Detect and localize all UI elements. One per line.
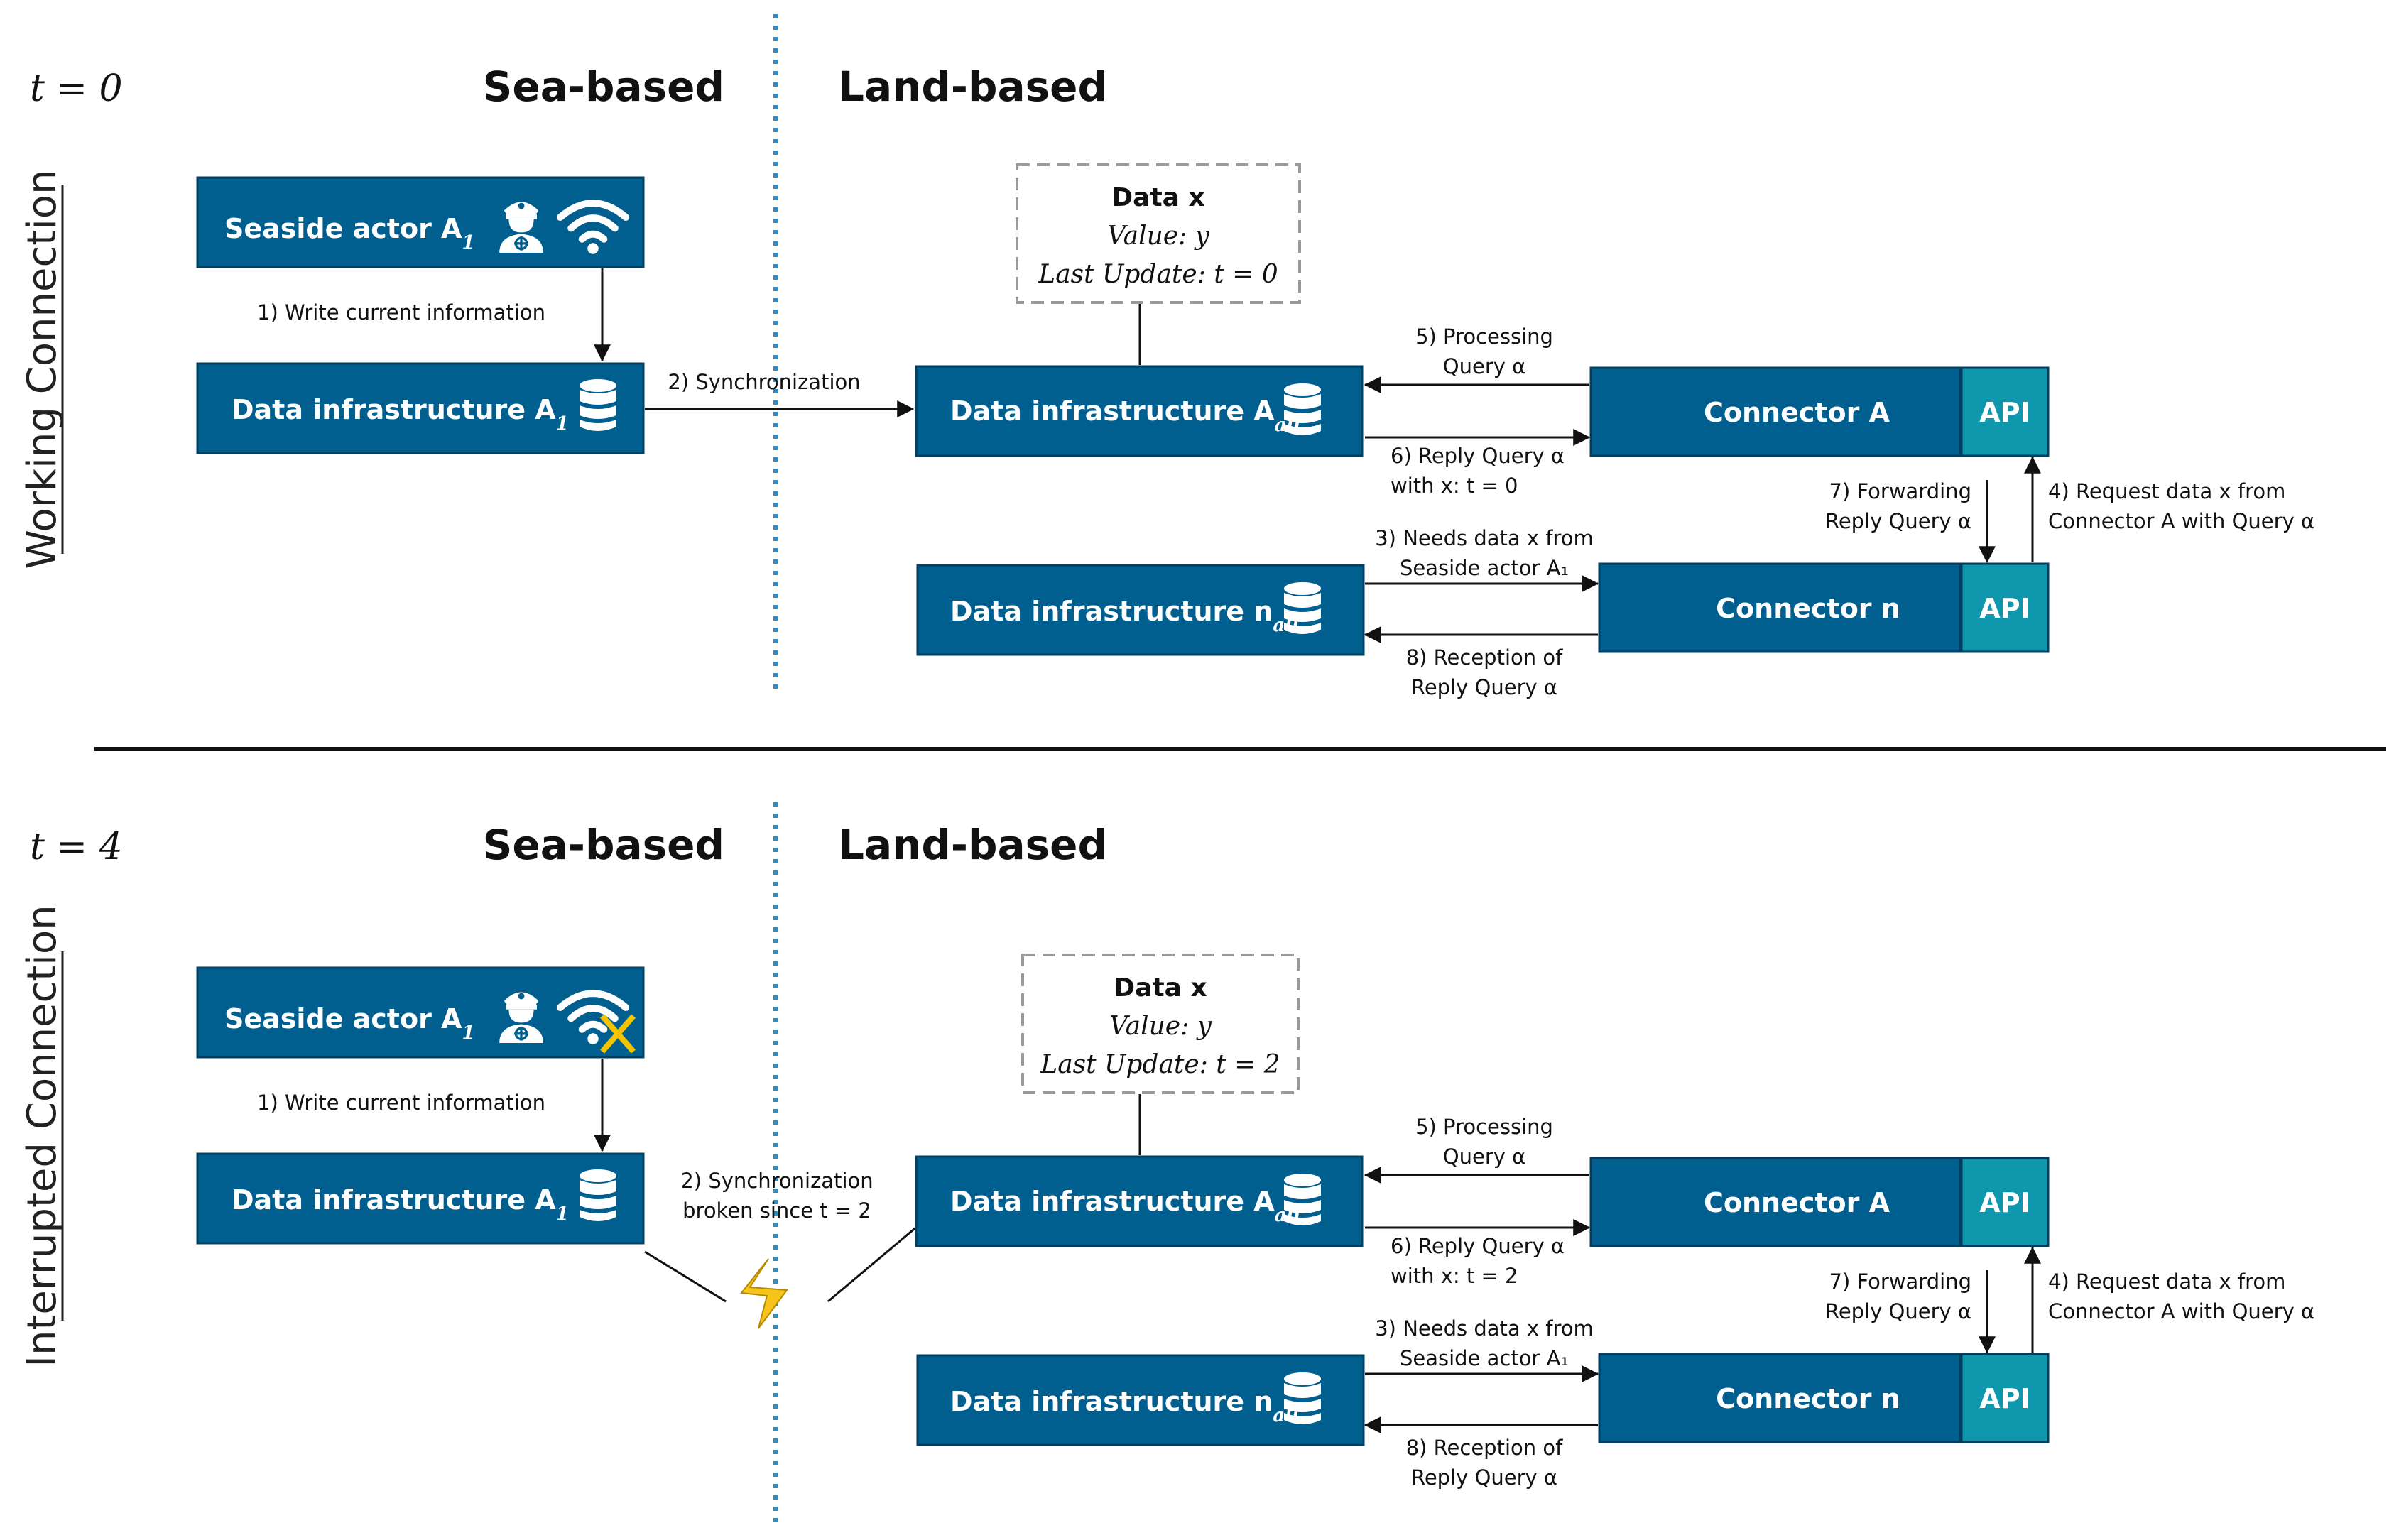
api-a-label: API xyxy=(1979,1187,2030,1218)
side-label: Interrupted Connection xyxy=(19,905,65,1367)
step-4-label-line-1: 4) Request data x from xyxy=(2048,1269,2285,1294)
step-2-label-line-2: broken since t = 2 xyxy=(682,1198,871,1223)
step-5-label-line-2: Query α xyxy=(1443,354,1525,378)
connector-n-label: Connector n xyxy=(1716,593,1900,624)
data-infrastructure-nall-label: Data infrastructure nall xyxy=(950,596,1299,636)
data-infrastructure-nall-box xyxy=(916,1354,1365,1446)
data-x-title: Data x xyxy=(1114,973,1207,1003)
connector-a-label: Connector A xyxy=(1704,397,1890,428)
step-6-label-line-1: 6) Reply Query α xyxy=(1391,1234,1565,1258)
data-x-value: Value: y xyxy=(1109,1012,1212,1041)
side-label: Working Connection xyxy=(19,169,65,569)
step-5-label-line-1: 5) Processing xyxy=(1415,1115,1553,1139)
step-7-label-line-2: Reply Query α xyxy=(1825,1299,1971,1323)
api-n-label: API xyxy=(1979,1383,2030,1414)
broken-link-right xyxy=(827,1225,918,1303)
step-4-label-line-2: Connector A with Query α xyxy=(2048,509,2314,533)
step-2-label-line-1: 2) Synchronization xyxy=(680,1169,873,1193)
connector-n-box xyxy=(1598,562,1962,653)
broken-link-left xyxy=(644,1250,727,1303)
data-infrastructure-a1-label: Data infrastructure A1 xyxy=(232,394,569,435)
step-8-label-line-2: Reply Query α xyxy=(1411,1465,1557,1490)
api-a-box xyxy=(1960,1157,2050,1247)
data-x-box xyxy=(1016,163,1301,304)
step-3-label-line-1: 3) Needs data x from xyxy=(1375,526,1594,550)
seaside-actor-box xyxy=(196,176,645,268)
api-n-box xyxy=(1960,562,2050,653)
data-infrastructure-nall-box xyxy=(916,564,1365,656)
disconnected-x-icon-stroke xyxy=(599,1014,636,1054)
seaside-actor-label: Seaside actor A1 xyxy=(224,1003,475,1044)
data-x-title: Data x xyxy=(1111,183,1204,212)
lightning-icon xyxy=(740,1258,788,1329)
seaside-actor-label: Seaside actor A1 xyxy=(224,213,475,253)
time-label: t = 4 xyxy=(30,826,123,868)
step-5-label-line-1: 5) Processing xyxy=(1415,324,1553,349)
api-a-label: API xyxy=(1979,397,2030,428)
data-infrastructure-a1-box xyxy=(196,1152,645,1245)
api-n-label: API xyxy=(1979,593,2030,624)
connector-n-label: Connector n xyxy=(1716,1383,1900,1414)
seaside-actor-box xyxy=(196,966,645,1059)
connector-a-label: Connector A xyxy=(1704,1187,1890,1218)
data-infrastructure-aall-label: Data infrastructure Aall xyxy=(950,1186,1300,1226)
api-a-box xyxy=(1960,366,2050,457)
step-8-label-line-1: 8) Reception of xyxy=(1406,1436,1563,1460)
data-x-value: Value: y xyxy=(1107,222,1210,251)
panel-top: Working Connection t = 0 Sea-based Land-bas… xyxy=(19,14,2314,699)
panel-bottom: Interrupted Connection t = 4 Sea-based Land… xyxy=(19,802,2314,1527)
step-6-label-line-2: with x: t = 2 xyxy=(1391,1264,1518,1288)
land-based-heading: Land-based xyxy=(838,821,1107,869)
step-7-label-line-1: 7) Forwarding xyxy=(1829,479,1971,503)
api-n-box xyxy=(1960,1353,2050,1443)
step-6-label-line-2: with x: t = 0 xyxy=(1391,474,1518,498)
sea-based-heading: Sea-based xyxy=(483,62,724,111)
step-4-label-line-1: 4) Request data x from xyxy=(2048,479,2285,503)
step-6-label-line-1: 6) Reply Query α xyxy=(1391,444,1565,468)
step-2-label-line-1: 2) Synchronization xyxy=(668,370,860,394)
step-3-label-line-2: Seaside actor A₁ xyxy=(1400,556,1569,580)
data-infrastructure-a1-label: Data infrastructure A1 xyxy=(232,1184,569,1225)
time-label: t = 0 xyxy=(30,67,123,110)
step-7-label-line-1: 7) Forwarding xyxy=(1829,1269,1971,1294)
step-5-label-line-2: Query α xyxy=(1443,1145,1525,1169)
data-x-last-update: Last Update: t = 0 xyxy=(1038,260,1278,289)
step-3-label-line-2: Seaside actor A₁ xyxy=(1400,1346,1569,1370)
step-4-label-line-2: Connector A with Query α xyxy=(2048,1299,2314,1323)
step-7-label-line-2: Reply Query α xyxy=(1825,509,1971,533)
step-8-label-line-2: Reply Query α xyxy=(1411,675,1557,699)
sea-based-heading: Sea-based xyxy=(483,821,724,869)
connector-a-box xyxy=(1589,366,1962,457)
step-1-label: 1) Write current information xyxy=(257,1091,545,1115)
connector-a-box xyxy=(1589,1157,1962,1247)
step-1-label: 1) Write current information xyxy=(257,300,545,324)
land-based-heading: Land-based xyxy=(838,62,1107,111)
data-infrastructure-aall-label: Data infrastructure Aall xyxy=(950,395,1300,436)
step-3-label-line-1: 3) Needs data x from xyxy=(1375,1316,1594,1340)
data-infrastructure-a1-box xyxy=(196,362,645,454)
data-x-box xyxy=(1021,954,1300,1094)
connector-n-box xyxy=(1598,1353,1962,1443)
step-8-label-line-1: 8) Reception of xyxy=(1406,645,1563,670)
data-x-last-update: Last Update: t = 2 xyxy=(1040,1050,1280,1079)
data-infrastructure-nall-label: Data infrastructure nall xyxy=(950,1386,1299,1426)
